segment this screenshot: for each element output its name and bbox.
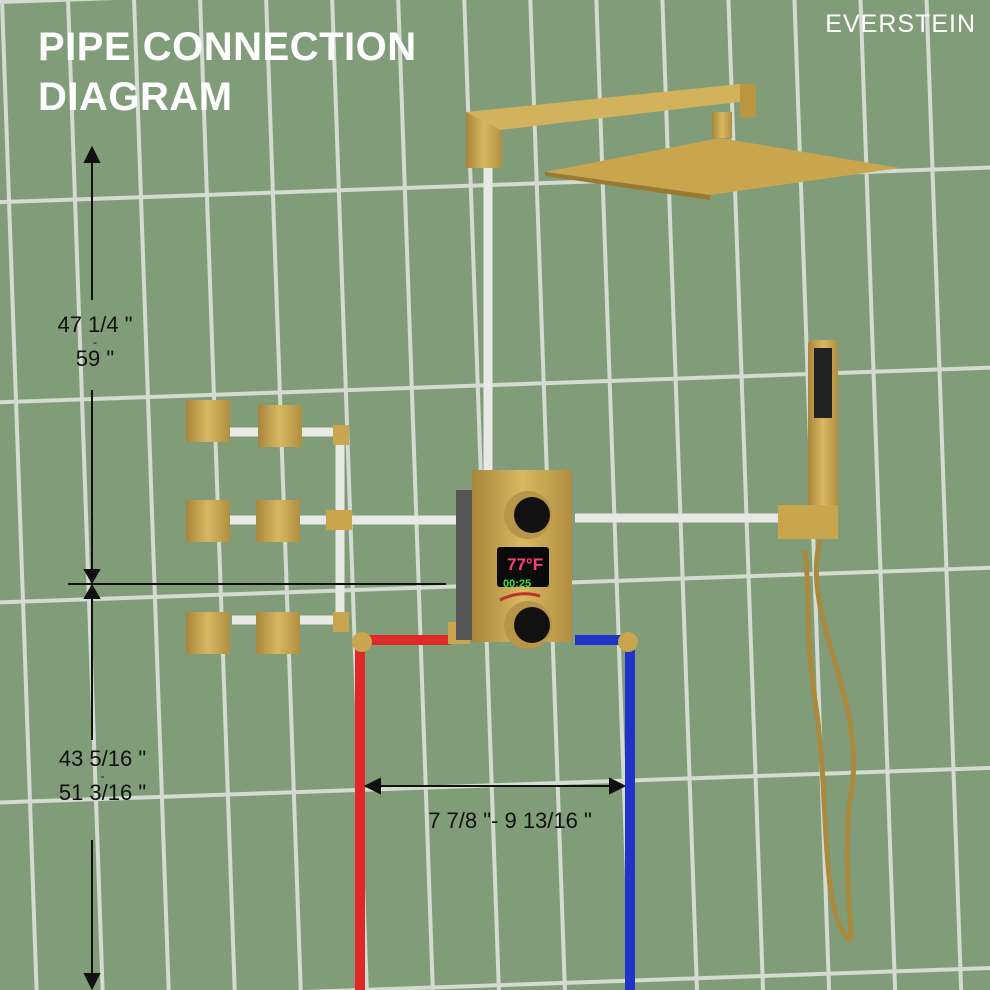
upper-separator: - [93,335,97,349]
display-time: 00:25 [503,578,532,590]
upper-height-label: 47 1/4 " - 59 " [40,312,150,372]
lower-height-label: 43 5/16 " - 51 3/16 " [40,746,165,806]
title-line-1: PIPE CONNECTION [38,25,417,69]
brand-logo: EVERSTEIN [825,10,976,38]
hand-shower [778,340,857,943]
dimension-lines [68,145,627,990]
brass-fittings [326,425,352,632]
upper-min: 47 1/4 " [57,312,133,337]
lower-min: 43 5/16 " [58,746,147,771]
display-temperature: 77°F [507,555,544,574]
lower-separator: - [100,769,105,783]
title-line-2: DIAGRAM [38,75,233,119]
upper-max: 59 " [75,346,115,371]
page-title: PIPE CONNECTION DIAGRAM [38,22,417,122]
inlet-spacing-label: 7 7/8 "- 9 13/16 " [428,808,592,833]
lower-max: 51 3/16 " [58,780,147,805]
body-jets [186,400,302,654]
thermostatic-valve [456,470,572,649]
rain-shower-head [466,84,900,200]
